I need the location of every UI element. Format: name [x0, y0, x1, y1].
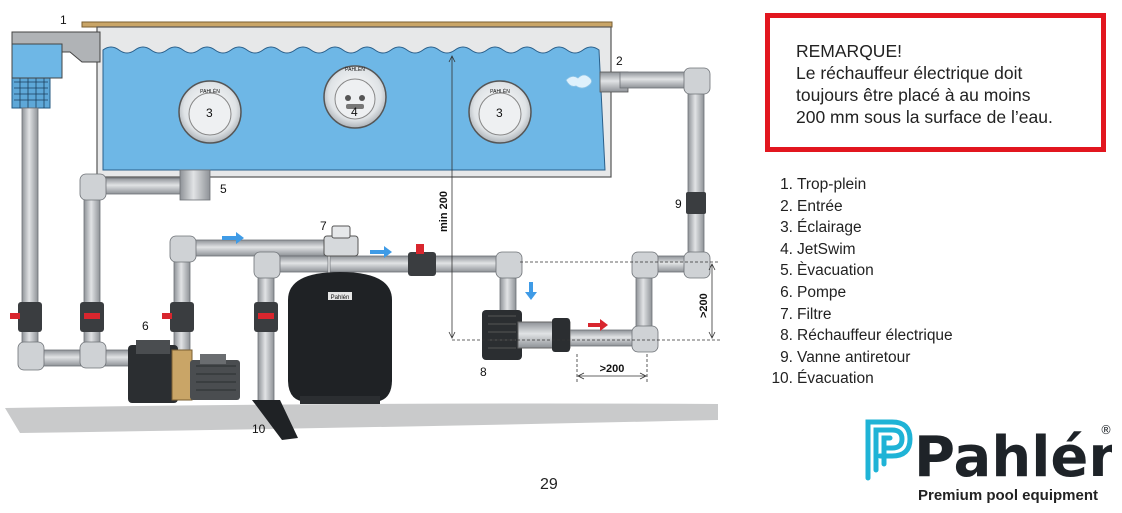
- flow-arrow-3: [525, 282, 537, 300]
- dim-distance: >200: [600, 363, 625, 375]
- legend-item: 5.Èvacuation: [780, 262, 874, 280]
- legend-item: 10.Évacuation: [771, 370, 874, 388]
- ground: [5, 403, 718, 433]
- pool-deck: [81, 21, 613, 28]
- callout-3a: 3: [206, 106, 213, 120]
- callout-6: 6: [142, 319, 149, 333]
- flow-arrow-2: [370, 246, 392, 258]
- legend-item: 9.Vanne antiretour: [780, 348, 911, 366]
- lamp-left: PAHLÉN: [178, 80, 242, 144]
- flow-arrow-1: [222, 232, 244, 244]
- legend-item: 3.Éclairage: [780, 219, 862, 237]
- remark-line-2: toujours être placé à au moins: [796, 85, 1031, 105]
- callout-10: 10: [252, 422, 266, 436]
- pipe-elbows: [17, 67, 711, 371]
- inlet-spray: [565, 74, 592, 89]
- pahlen-logo: Pahlén ®: [865, 419, 1112, 490]
- pump: [128, 340, 240, 403]
- legend-item: 1.Trop-plein: [780, 176, 867, 193]
- svg-text:PAHLÉN: PAHLÉN: [345, 66, 365, 73]
- remark-note: REMARQUE! Le réchauffeur électrique doit…: [765, 13, 1106, 152]
- sand-filter: Pahlén: [288, 225, 392, 404]
- dim-height: >200: [698, 293, 710, 318]
- pool-installation-diagram: PAHLÉN PAHLÉN PAHLÉN: [5, 13, 720, 440]
- flow-arrow-4: [588, 319, 608, 331]
- remark-title: REMARQUE!: [796, 41, 902, 61]
- remark-line-1: Le réchauffeur électrique doit: [796, 63, 1023, 83]
- electric-heater: [482, 310, 571, 360]
- callout-4: 4: [351, 105, 358, 119]
- callout-1: 1: [60, 13, 67, 27]
- legend-item: 8.Réchauffeur électrique: [780, 327, 953, 345]
- svg-text:PAHLÉN: PAHLÉN: [200, 88, 220, 95]
- logo-wordmark: Pahlén: [914, 425, 1112, 490]
- dimension-lines: [448, 55, 720, 382]
- dim-min-depth: min 200: [438, 191, 450, 232]
- component-legend: 1.Trop-plein 2.Entrée 3.Éclairage 4.JetS…: [763, 174, 953, 390]
- svg-text:Pahlén: Pahlén: [331, 295, 350, 301]
- brand-tagline: Premium pool equipment: [917, 487, 1098, 504]
- logo-registered: ®: [1100, 423, 1112, 437]
- legend-item: 7.Filtre: [780, 305, 832, 323]
- page-number: 29: [540, 476, 558, 493]
- flow-arrows: [222, 232, 608, 331]
- lamp-right: PAHLÉN: [468, 80, 532, 144]
- callout-9: 9: [675, 197, 682, 211]
- svg-text:PAHLÉN: PAHLÉN: [490, 88, 510, 95]
- callout-2: 2: [616, 54, 623, 68]
- callout-3b: 3: [496, 106, 503, 120]
- callouts: 1 2 3 3 4 5 6 7 8 9 10: [60, 13, 682, 436]
- callout-8: 8: [480, 365, 487, 379]
- jetswim-unit: PAHLÉN: [323, 65, 387, 129]
- callout-7: 7: [320, 219, 327, 233]
- valves: [10, 192, 706, 332]
- legend-item: 4.JetSwim: [780, 240, 856, 258]
- drain-outlet: [252, 400, 298, 440]
- callout-5: 5: [220, 182, 227, 196]
- remark-line-3: 200 mm sous la surface de l’eau.: [796, 107, 1053, 127]
- legend-item: 2.Entrée: [780, 197, 843, 215]
- legend-item: 6.Pompe: [780, 283, 847, 301]
- logo-p-mark: [865, 419, 913, 481]
